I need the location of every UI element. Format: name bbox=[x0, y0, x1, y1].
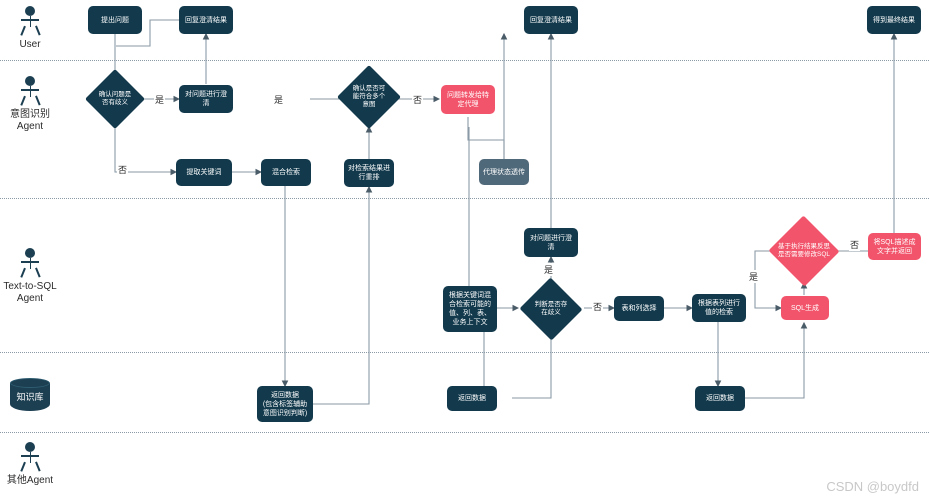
node-return-data-right[interactable]: 返回数据 bbox=[695, 386, 745, 411]
node-sql-generation[interactable]: SQL生成 bbox=[781, 296, 829, 320]
decision-reflect-modify-sql[interactable]: 基于执行结果反思 是否需要修改SQL bbox=[768, 215, 840, 287]
actor-other-agent: 其他Agent bbox=[0, 442, 66, 487]
lane-divider-user-intent bbox=[0, 60, 929, 61]
node-forward-to-specific-agent[interactable]: 问题转发给特 定代理 bbox=[441, 85, 495, 114]
edge-label-yes-4: 是 bbox=[748, 270, 760, 283]
watermark: CSDN @boydfd bbox=[826, 479, 919, 494]
knowledge-base-cylinder-icon: 知识库 bbox=[10, 378, 50, 416]
node-extract-keywords[interactable]: 提取关键词 bbox=[176, 159, 232, 186]
intent-agent-stick-figure-icon bbox=[14, 76, 46, 106]
node-hybrid-retrieve-values-columns[interactable]: 根据关键词混 合检索可能的 值、列、表、 业务上下文 bbox=[443, 286, 497, 332]
actor-other-agent-label: 其他Agent bbox=[6, 475, 54, 486]
node-reply-clarify-result-2[interactable]: 回复澄清结果 bbox=[524, 6, 578, 34]
edge-label-yes-1: 是 bbox=[154, 93, 166, 106]
decision-multiple-intents-label: 确认是否可 能符合多个 意图 bbox=[352, 85, 386, 108]
other-agent-stick-figure-icon bbox=[14, 442, 46, 472]
edge-label-yes-2: 是 bbox=[273, 93, 285, 106]
lane-divider-kb-other bbox=[0, 432, 929, 433]
node-rerank-results[interactable]: 对检索结果进 行重排 bbox=[344, 159, 394, 187]
edge-label-yes-3: 是 bbox=[543, 263, 555, 276]
decision-sql-ambiguous[interactable]: 判断是否存 在歧义 bbox=[519, 277, 583, 341]
node-agent-status-passthrough[interactable]: 代理状态透传 bbox=[479, 159, 529, 185]
node-clarify-question-sql[interactable]: 对问题进行澄 清 bbox=[524, 228, 578, 257]
node-describe-sql-return-text[interactable]: 将SQL描述成 文字并返回 bbox=[868, 233, 921, 260]
node-reply-clarify-result-1[interactable]: 回复澄清结果 bbox=[179, 6, 233, 34]
actor-text2sql-agent: Text-to-SQL Agent bbox=[0, 248, 66, 305]
node-hybrid-retrieval[interactable]: 混合检索 bbox=[261, 159, 311, 186]
node-ask-question[interactable]: 提出问题 bbox=[88, 6, 142, 34]
lane-divider-intent-text2sql bbox=[0, 198, 929, 199]
node-final-result[interactable]: 得到最终结果 bbox=[867, 6, 921, 34]
edge-label-no-1: 否 bbox=[117, 163, 129, 176]
text2sql-agent-stick-figure-icon bbox=[14, 248, 46, 278]
actor-intent-agent-label: 意图识别 Agent bbox=[10, 109, 50, 132]
lane-divider-text2sql-kb bbox=[0, 352, 929, 353]
user-stick-figure-icon bbox=[14, 6, 46, 36]
edge-label-no-4: 否 bbox=[849, 238, 861, 251]
decision-question-ambiguous[interactable]: 确认问题是 否有歧义 bbox=[85, 69, 145, 129]
node-return-data-with-labels[interactable]: 返回数据 (包含标签辅助 意图识别判断) bbox=[257, 386, 313, 422]
node-retrieve-values-by-column[interactable]: 根据表列进行 值的检索 bbox=[692, 294, 746, 322]
node-clarify-question-intent[interactable]: 对问题进行澄 清 bbox=[179, 85, 233, 113]
actor-intent-agent: 意图识别 Agent bbox=[0, 76, 66, 133]
actor-text2sql-agent-label: Text-to-SQL Agent bbox=[3, 281, 57, 304]
node-table-column-selection[interactable]: 表和列选择 bbox=[614, 296, 664, 321]
decision-sql-ambiguous-label: 判断是否存 在歧义 bbox=[534, 301, 568, 316]
node-return-data-middle[interactable]: 返回数据 bbox=[447, 386, 497, 411]
decision-reflect-modify-sql-label: 基于执行结果反思 是否需要修改SQL bbox=[777, 243, 830, 258]
edge-label-no-3: 否 bbox=[592, 300, 604, 313]
actor-user-label: User bbox=[19, 39, 41, 50]
knowledge-base-label: 知识库 bbox=[16, 392, 44, 402]
edge-label-no-2: 否 bbox=[412, 93, 424, 106]
decision-multiple-intents[interactable]: 确认是否可 能符合多个 意图 bbox=[337, 65, 401, 129]
decision-question-ambiguous-label: 确认问题是 否有歧义 bbox=[98, 91, 132, 106]
actor-user: User bbox=[0, 6, 66, 51]
